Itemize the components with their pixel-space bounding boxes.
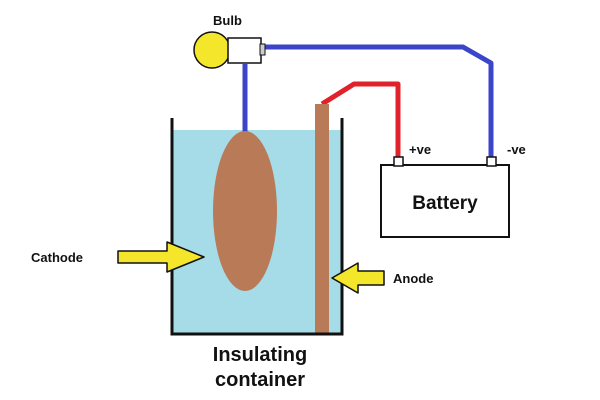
container-label-line2: container xyxy=(215,369,305,391)
negative-terminal-post xyxy=(486,156,497,167)
bulb-label: Bulb xyxy=(213,13,242,28)
battery-label: Battery xyxy=(412,193,478,214)
positive-terminal-label: +ve xyxy=(409,142,431,157)
cathode-electrode xyxy=(213,131,277,291)
bulb-socket xyxy=(227,37,262,64)
anode-electrode xyxy=(315,104,329,333)
wire-to-positive-terminal xyxy=(320,81,401,158)
bulb-icon xyxy=(193,31,231,69)
anode-arrow-icon xyxy=(331,262,385,294)
cathode-label: Cathode xyxy=(31,250,83,265)
cathode-arrow-icon xyxy=(117,241,205,273)
wire-to-negative-terminal xyxy=(262,44,494,158)
container-label-line1: Insulating xyxy=(213,344,307,366)
bulb-contact xyxy=(259,43,266,56)
battery-body xyxy=(380,164,510,238)
negative-terminal-label: -ve xyxy=(507,142,526,157)
insulating-container xyxy=(170,118,344,336)
anode-label: Anode xyxy=(393,271,433,286)
positive-terminal-post xyxy=(393,156,404,167)
